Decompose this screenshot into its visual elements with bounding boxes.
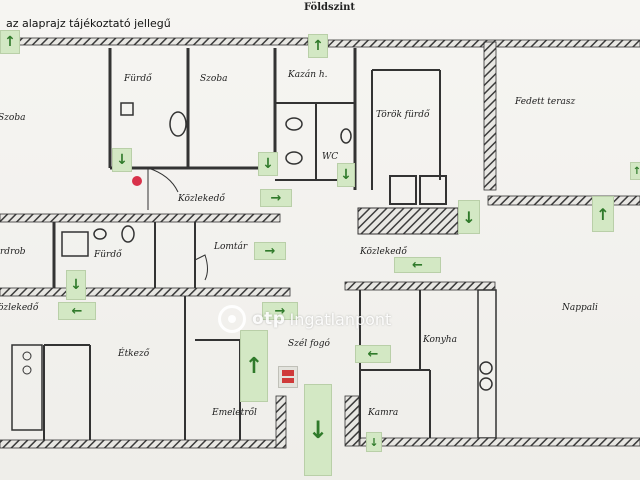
wall xyxy=(344,395,360,447)
fixture xyxy=(22,365,32,375)
fixture xyxy=(340,128,352,144)
watermark: otp Ingatlanpont xyxy=(218,305,391,333)
wall xyxy=(487,195,640,206)
exit-sign-down-arrow-icon: ↓ xyxy=(366,432,382,452)
exit-sign-left-arrow-icon: ← xyxy=(58,302,96,320)
watermark-brand: otp xyxy=(252,309,286,329)
exit-sign-down-arrow-icon: ↓ xyxy=(66,270,86,300)
exit-sign-up-arrow-icon: ↑ xyxy=(240,330,268,402)
door-swing xyxy=(194,254,208,281)
wall xyxy=(0,213,281,223)
wall xyxy=(357,207,459,235)
otp-logo-icon xyxy=(218,305,246,333)
fixture xyxy=(61,231,89,257)
room-fedett-terasz: Fedett terasz xyxy=(515,97,576,107)
room-konyha: Konyha xyxy=(423,335,457,345)
exit-sign-down-arrow-icon: ↓ xyxy=(337,163,355,187)
room-szel-fogo: Szél fogó xyxy=(288,339,330,349)
wall xyxy=(275,395,287,449)
exit-sign-down-arrow-icon: ↓ xyxy=(458,200,480,234)
fixture xyxy=(389,175,417,205)
room-kamra: Kamra xyxy=(368,408,399,418)
exit-sign-up-arrow-icon: ↑ xyxy=(308,34,328,58)
disclaimer-note: az alaprajz tájékoztató jellegű xyxy=(6,17,171,30)
wall xyxy=(0,439,286,449)
fixture xyxy=(419,175,447,205)
fixture xyxy=(93,228,107,240)
watermark-suffix: Ingatlanpont xyxy=(289,309,392,329)
exit-sign-left-arrow-icon: ← xyxy=(355,345,391,363)
exit-sign-down-arrow-icon: ↓ xyxy=(258,152,278,176)
room-emeletrol: Emeletről xyxy=(212,408,257,418)
fixture xyxy=(120,102,134,116)
room-kozlekedo-1: Közlekedő xyxy=(178,194,225,204)
exit-sign-left-arrow-icon: ← xyxy=(394,257,441,273)
exit-sign-up-arrow-icon: ↑ xyxy=(0,30,20,54)
room-wc: WC xyxy=(322,152,339,162)
room-szoba-left: Szoba xyxy=(0,113,26,123)
fixture xyxy=(285,151,303,165)
alarm-dot xyxy=(132,176,142,186)
room-kazan: Kazán h. xyxy=(288,70,328,80)
fixture xyxy=(169,111,187,137)
room-lomtar: Lomtár xyxy=(214,242,248,252)
wall xyxy=(7,37,309,46)
exit-sign-up-arrow-icon: ↑ xyxy=(630,162,640,180)
fixture xyxy=(479,361,493,375)
room-gardrob: rdrob xyxy=(0,247,26,257)
room-kozlekedo-left: özlekedő xyxy=(0,303,39,313)
door-swing xyxy=(147,167,179,210)
fixture xyxy=(11,344,43,431)
fixture xyxy=(285,117,303,131)
fire-equipment-box xyxy=(278,366,298,388)
room-torok-furdo: Török fürdő xyxy=(376,110,430,120)
wall xyxy=(483,41,497,191)
room-nappali: Nappali xyxy=(562,303,598,313)
exit-sign-down-arrow-icon: ↓ xyxy=(304,384,332,476)
room-furdo-top: Fürdő xyxy=(124,74,152,84)
exit-sign-up-arrow-icon: ↑ xyxy=(592,196,614,232)
wall xyxy=(0,287,291,297)
exit-sign-down-arrow-icon: ↓ xyxy=(112,148,132,172)
wall xyxy=(344,281,496,291)
room-kozlekedo-2: Közlekedő xyxy=(360,247,407,257)
room-szoba-top: Szoba xyxy=(200,74,228,84)
fixture xyxy=(479,377,493,391)
wall xyxy=(359,437,640,447)
fixture xyxy=(121,225,135,243)
exit-sign-right-arrow-icon: → xyxy=(262,302,298,320)
fixture xyxy=(22,351,32,361)
exit-sign-right-arrow-icon: → xyxy=(260,189,292,207)
page-title: Földszint xyxy=(304,2,356,13)
exit-sign-right-arrow-icon: → xyxy=(254,242,286,260)
room-furdo-mid: Fürdő xyxy=(94,250,122,260)
room-etkezo: Étkező xyxy=(118,349,150,359)
